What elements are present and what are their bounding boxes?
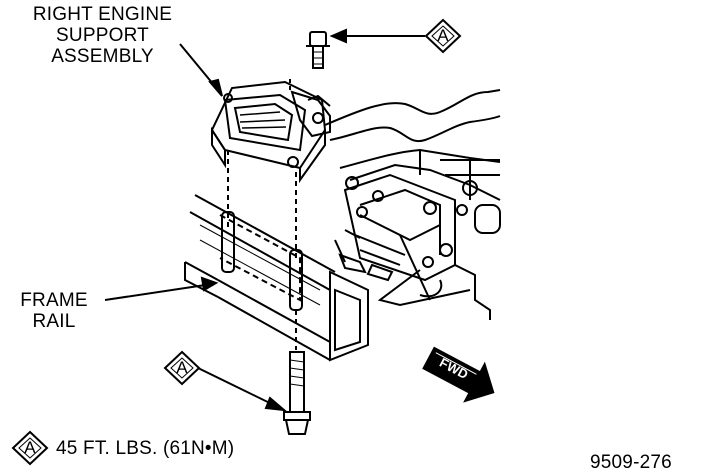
callout-top-letter: A	[437, 26, 449, 45]
bracket-assembly	[334, 173, 491, 320]
figure-id: 9509-276	[590, 452, 672, 473]
callout-bottom-letter: A	[176, 358, 188, 377]
frame-rail-label: FRAME RAIL	[14, 290, 94, 332]
engine-support-label: RIGHT ENGINE SUPPORT ASSEMBLY	[10, 4, 195, 67]
callout-bottom	[163, 350, 201, 386]
bottom-bolt	[283, 351, 311, 435]
engine-support-line-3: ASSEMBLY	[51, 46, 154, 67]
torque-spec: 45 FT. LBS. (61N•M)	[56, 438, 235, 459]
callout-legend-letter: A	[24, 438, 36, 457]
frame-rail-drawing	[184, 194, 369, 362]
leader-lines	[104, 28, 425, 412]
engine-support-drawing	[210, 78, 331, 350]
engine-block-outline	[324, 89, 501, 234]
fwd-arrow-icon	[422, 346, 495, 403]
frame-rail-line-2: RAIL	[32, 311, 76, 332]
engine-support-line-1: RIGHT ENGINE	[32, 4, 173, 25]
frame-rail-line-1: FRAME	[20, 290, 88, 311]
top-bolt	[306, 31, 330, 69]
callout-top	[424, 18, 462, 54]
engine-support-line-2: SUPPORT	[56, 25, 149, 46]
callout-legend	[11, 430, 49, 466]
